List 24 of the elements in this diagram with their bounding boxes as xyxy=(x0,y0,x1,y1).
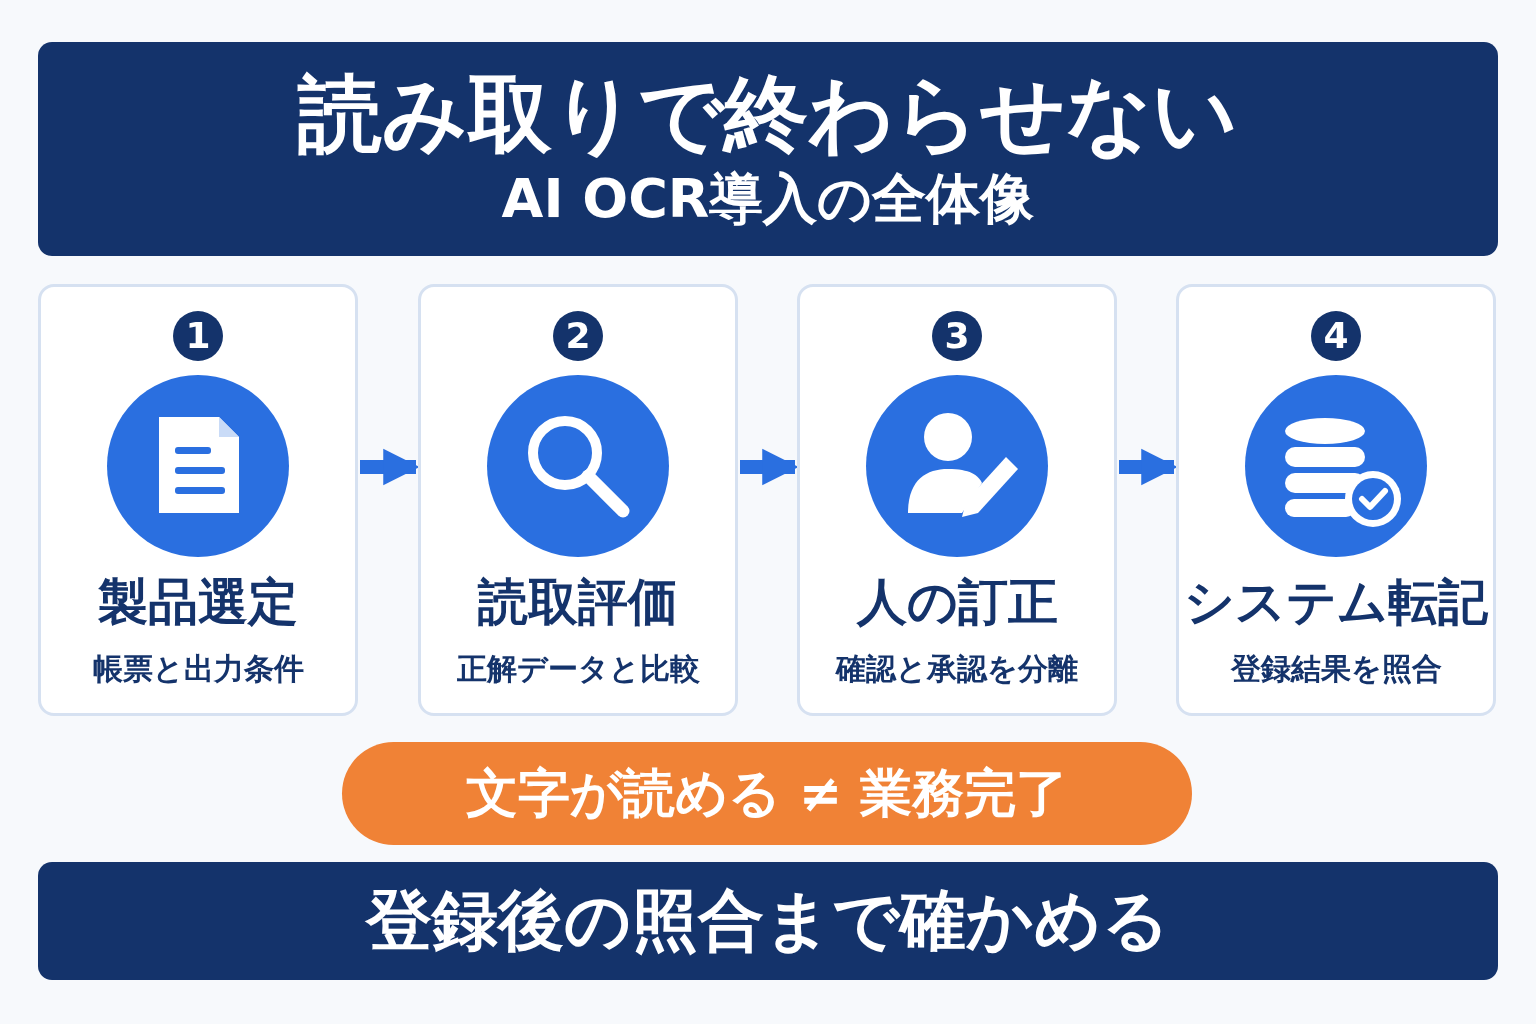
arrow xyxy=(1119,448,1178,486)
conclusion-banner: 登録後の照合まで確かめる xyxy=(38,862,1498,980)
step-card xyxy=(418,284,738,716)
step-card xyxy=(1176,284,1496,716)
arrow xyxy=(360,448,420,486)
step-description: 正解データと比較 xyxy=(455,650,701,688)
step-number: 1 xyxy=(173,311,223,361)
subtitle: AI OCR導入の全体像 xyxy=(501,166,1035,232)
step-description: 帳票と出力条件 xyxy=(91,650,305,688)
title-banner xyxy=(38,42,1498,256)
message-pill: 文字が読める ≠ 業務完了 xyxy=(342,742,1192,845)
step-title: システム転記 xyxy=(1183,572,1489,633)
title: 読み取りで終わらせない xyxy=(298,64,1238,164)
step-title: 読取評価 xyxy=(476,572,679,633)
step-number: 3 xyxy=(932,311,982,361)
step-description: 確認と承認を分離 xyxy=(834,650,1079,688)
step-number: 2 xyxy=(553,311,603,361)
step-title: 製品選定 xyxy=(97,572,299,633)
step-title: 人の訂正 xyxy=(855,572,1059,633)
step-number: 4 xyxy=(1311,311,1361,361)
step-description: 登録結果を照合 xyxy=(1229,650,1443,688)
arrow xyxy=(740,448,799,486)
step-card xyxy=(38,284,358,716)
step-card xyxy=(797,284,1117,716)
